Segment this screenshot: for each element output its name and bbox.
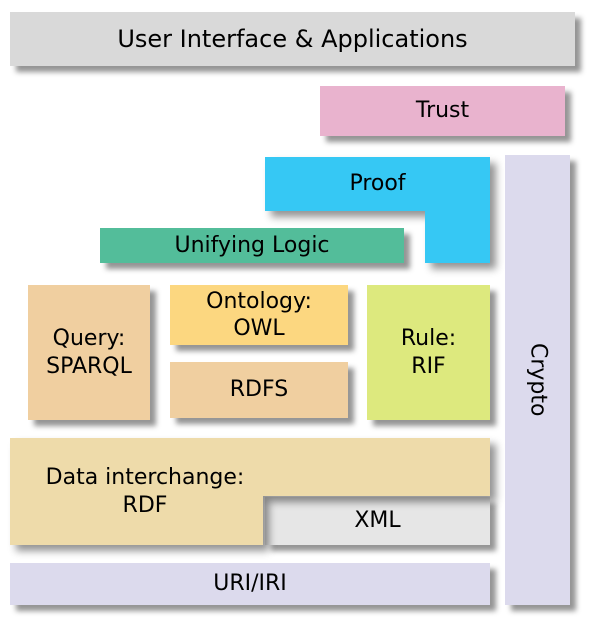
box-rdfs: RDFS bbox=[170, 362, 348, 418]
box-proof-bar bbox=[265, 157, 490, 211]
box-user-interface-applications: User Interface & Applications bbox=[10, 12, 575, 66]
box-unifying-logic: Unifying Logic bbox=[100, 228, 404, 263]
box-ontology-owl: Ontology: OWL bbox=[170, 285, 348, 345]
box-uri-iri-label: URI/IRI bbox=[213, 571, 287, 597]
box-trust-label: Trust bbox=[415, 98, 470, 124]
box-rule-rif: Rule: RIF bbox=[367, 285, 490, 420]
box-proof: Proof bbox=[265, 157, 490, 263]
box-query-sparql-label: Query: SPARQL bbox=[46, 326, 132, 379]
box-rdfs-label: RDFS bbox=[229, 377, 289, 403]
box-rule-rif-label: Rule: RIF bbox=[400, 326, 457, 379]
box-proof-leg bbox=[425, 210, 490, 263]
box-query-sparql: Query: SPARQL bbox=[28, 285, 150, 420]
box-proof-label: Proof bbox=[349, 171, 406, 197]
box-xml-label: XML bbox=[354, 508, 401, 534]
box-data-interchange-label-area: Data interchange: RDF bbox=[10, 438, 280, 545]
box-xml: XML bbox=[265, 497, 490, 545]
box-uri-iri: URI/IRI bbox=[10, 563, 490, 605]
box-data-interchange-rdf: Data interchange: RDF bbox=[10, 438, 490, 545]
box-crypto-label: Crypto bbox=[525, 343, 551, 417]
box-trust: Trust bbox=[320, 86, 565, 136]
box-crypto: Crypto bbox=[505, 155, 570, 605]
box-data-interchange-bar bbox=[10, 438, 490, 496]
box-ontology-owl-label: Ontology: OWL bbox=[206, 288, 312, 342]
box-data-interchange-leg bbox=[10, 495, 263, 545]
box-proof-label-area: Proof bbox=[265, 157, 490, 211]
box-unifying-logic-label: Unifying Logic bbox=[174, 232, 330, 258]
box-user-interface-applications-label: User Interface & Applications bbox=[117, 25, 468, 53]
box-data-interchange-rdf-label: Data interchange: RDF bbox=[45, 465, 245, 518]
